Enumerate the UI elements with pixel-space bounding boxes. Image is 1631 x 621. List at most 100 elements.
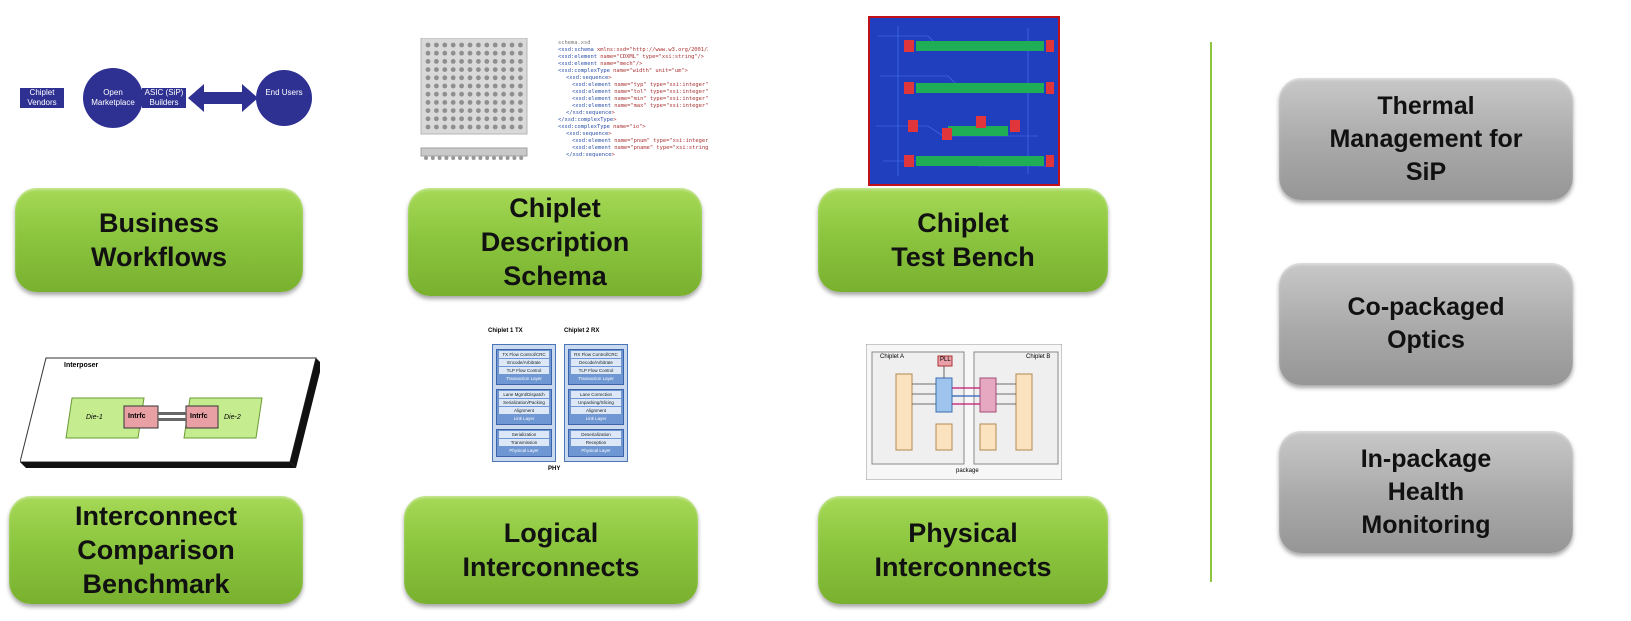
bga-ball: [484, 83, 490, 89]
bga-ball: [501, 100, 506, 105]
logical-interconnects-button[interactable]: Logical Interconnects: [404, 496, 698, 604]
bga-ball: [459, 67, 464, 72]
open-marketplace-node: [83, 68, 143, 128]
chiplet-b-label: Chiplet B: [1026, 354, 1051, 360]
bga-ball: [425, 42, 431, 48]
layer-row: TLP Flow Control: [571, 367, 621, 374]
bga-ball: [467, 124, 473, 130]
bga-ball: [434, 75, 439, 81]
chiplet-test-bench-button[interactable]: Chiplet Test Bench: [818, 188, 1108, 292]
layer-row: Unpacking/Slicing: [571, 399, 621, 406]
phy-label: PHY: [548, 466, 561, 472]
bga-side-ball: [430, 156, 435, 160]
layer-row: Physical Layer: [581, 448, 611, 453]
bga-ball: [501, 50, 506, 56]
bga-side-ball: [424, 156, 428, 160]
bga-ball: [509, 67, 515, 72]
schema-code-line: <xsd:sequence>: [566, 131, 612, 137]
schema-code-line: <xsd:element name="pnum" type="xsi:integ…: [572, 138, 708, 144]
chiplet-vendors-label: Chiplet Vendors: [27, 88, 57, 107]
bga-ball: [450, 108, 456, 113]
bga-ball: [450, 75, 456, 81]
layer-row: Lane Mgmt/Dispatch: [499, 391, 549, 398]
link-layer-a: [895, 373, 913, 451]
bga-ball: [501, 42, 506, 48]
layer-row: Transmission: [499, 439, 549, 446]
schema-code-line: <xsd:schema xmlns:xsd="http://www.w3.org…: [558, 47, 708, 53]
interconnect-comparison-benchmark-button[interactable]: Interconnect Comparison Benchmark: [9, 496, 303, 604]
bga-ball: [467, 59, 473, 64]
business-workflows-button[interactable]: Business Workflows: [15, 188, 303, 292]
chiplet-description-schema-button[interactable]: Chiplet Description Schema: [408, 188, 702, 296]
schema-code-line: <xsd:element name="max" type="xsi:intege…: [572, 103, 708, 109]
layer-row: TX Flow Control/CRC: [499, 351, 549, 358]
bga-ball: [484, 59, 490, 64]
bga-ball: [501, 91, 506, 97]
bga-ball: [434, 42, 439, 48]
bga-ball: [442, 100, 448, 105]
bga-ball: [476, 124, 481, 130]
end-users-label: End Users: [265, 88, 303, 97]
bga-side-ball: [519, 156, 524, 160]
bga-ball: [459, 59, 464, 64]
bga-ball: [518, 108, 523, 113]
bga-ball: [501, 124, 506, 130]
physical-interconnects-button[interactable]: Physical Interconnects: [818, 496, 1108, 604]
bga-package-image: [420, 37, 530, 162]
bga-ball: [484, 108, 490, 113]
thermal-management-button[interactable]: Thermal Management for SiP: [1279, 78, 1573, 200]
layer-row: RX Flow Control/CRC: [571, 351, 621, 358]
bga-ball: [459, 108, 464, 113]
bga-ball: [492, 75, 498, 81]
bga-ball: [442, 67, 448, 72]
bga-ball: [459, 75, 464, 81]
bga-ball: [450, 50, 456, 56]
bga-ball: [501, 116, 506, 122]
bga-ball: [509, 100, 515, 105]
schema-code-line: <xsd:element name="tol" type="xsi:intege…: [572, 89, 708, 95]
bga-ball: [467, 50, 473, 56]
layer-row: Alignment: [499, 407, 549, 414]
schema-code-line: <xsd:element name="CDXML" type="xsi:stri…: [558, 54, 705, 60]
schema-code-line: <xsd:element name="mech"/>: [558, 61, 643, 67]
schema-filename: schema.xsd: [558, 40, 591, 46]
bga-ball: [434, 67, 439, 72]
bga-ball: [484, 67, 490, 72]
bga-ball: [442, 75, 448, 81]
schema-code-line: <xsd:element name="min" type="xsi:intege…: [572, 96, 708, 102]
schema-code-line: </xsd:sequence>: [566, 110, 615, 116]
bga-ball: [492, 83, 498, 89]
bga-ball: [434, 108, 439, 113]
bga-ball: [509, 108, 515, 113]
bga-side-ball: [498, 156, 503, 160]
logical-stack-diagram: Chiplet 1 TX Chiplet 2 RX TX Flow Contro…: [488, 328, 630, 478]
bga-ball: [434, 116, 439, 122]
bga-ball: [476, 91, 481, 97]
layer-row: Physical Layer: [509, 448, 539, 453]
in-package-health-monitoring-button[interactable]: In-package Health Monitoring: [1279, 431, 1573, 553]
bga-ball: [442, 124, 448, 130]
bga-side-ball: [485, 156, 490, 160]
bga-ball: [467, 67, 473, 72]
co-packaged-optics-button[interactable]: Co-packaged Optics: [1279, 263, 1573, 385]
schema-code-listing: schema.xsd <xsd:schema xmlns:xsd="http:/…: [558, 40, 708, 164]
chiplet-1-label: Chiplet 1 TX: [488, 328, 523, 334]
bga-ball: [492, 59, 498, 64]
bga-ball: [425, 91, 431, 97]
bga-ball: [518, 67, 523, 72]
bga-ball: [442, 42, 448, 48]
test-bench-layout-image: [868, 16, 1060, 186]
layer-row: Reception: [571, 439, 621, 446]
bga-ball: [425, 108, 431, 113]
bga-ball: [425, 100, 431, 105]
asic-builders-label: ASIC (SiP) Builders: [144, 88, 184, 107]
die-2-label: Die-2: [224, 414, 241, 421]
bga-ball: [442, 91, 448, 97]
bga-ball: [476, 116, 481, 122]
bga-ball: [425, 116, 431, 122]
bga-ball: [425, 75, 431, 81]
bga-ball: [450, 100, 456, 105]
double-arrow-icon: [188, 84, 258, 112]
